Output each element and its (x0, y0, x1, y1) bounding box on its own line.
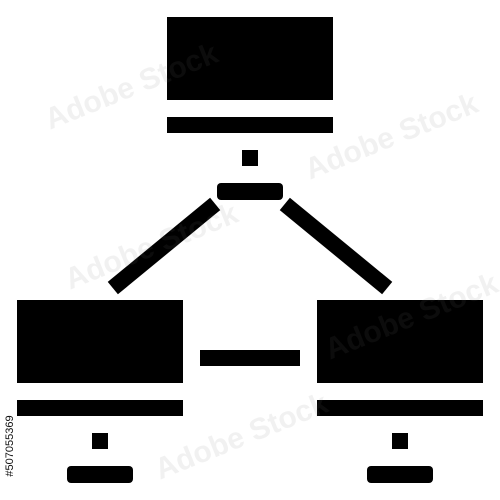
right-monitor-bar (317, 400, 483, 416)
link-top-to-right (279, 197, 393, 295)
top-monitor-base (217, 183, 283, 200)
left-computer (17, 300, 183, 483)
link-top-to-left (107, 197, 221, 295)
right-monitor-neck (392, 433, 408, 449)
right-computer (317, 300, 483, 483)
top-monitor-screen (167, 17, 333, 100)
left-monitor-base (67, 466, 133, 483)
left-monitor-neck (92, 433, 108, 449)
left-monitor-screen (17, 300, 183, 383)
link-left-to-right (200, 350, 300, 366)
network-links (107, 197, 393, 366)
right-monitor-base (367, 466, 433, 483)
top-monitor-bar (167, 117, 333, 133)
left-monitor-bar (17, 400, 183, 416)
right-monitor-screen (317, 300, 483, 383)
top-computer (167, 17, 333, 200)
top-monitor-neck (242, 150, 258, 166)
